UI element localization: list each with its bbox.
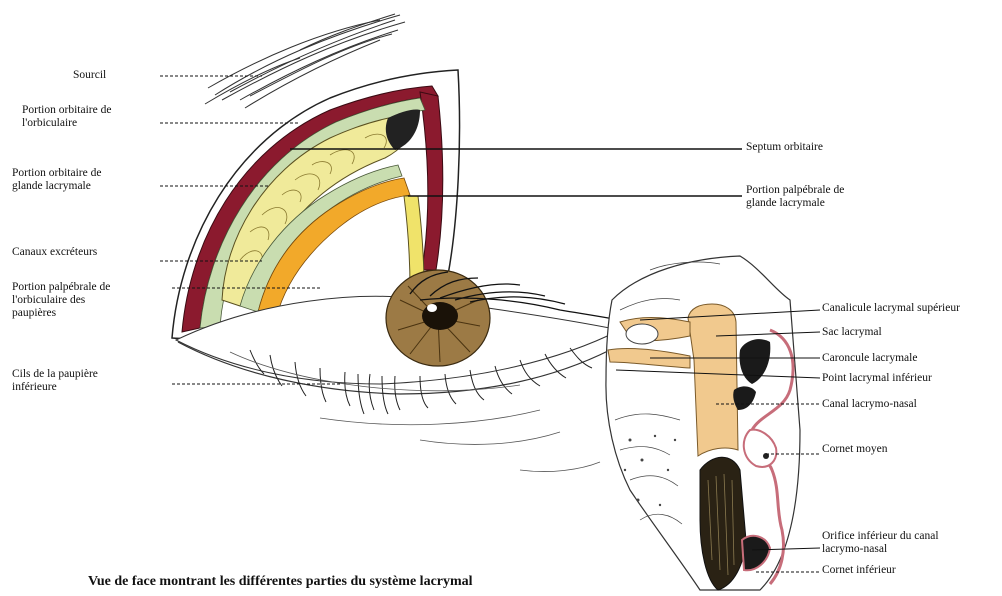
label-portion-orbitaire-orbiculaire-line2: l'orbiculaire bbox=[22, 117, 77, 130]
label-sourcil: Sourcil bbox=[73, 69, 106, 82]
label-orifice-inferieur-line2: lacrymo-nasal bbox=[822, 543, 887, 556]
label-cornet-inferieur: Cornet inférieur bbox=[822, 564, 896, 577]
label-cils-paupiere-line2: inférieure bbox=[12, 381, 57, 394]
label-portion-orbitaire-glande-line1: Portion orbitaire de bbox=[12, 167, 101, 180]
label-canaux-excreteurs: Canaux excréteurs bbox=[12, 246, 97, 259]
label-portion-palpebrale-orbiculaire-line3: paupières bbox=[12, 307, 56, 320]
label-septum-orbitaire: Septum orbitaire bbox=[746, 141, 823, 154]
label-sac-lacrymal: Sac lacrymal bbox=[822, 326, 882, 339]
figure-caption: Vue de face montrant les différentes par… bbox=[88, 574, 473, 590]
label-canal-lacrymo-nasal: Canal lacrymo-nasal bbox=[822, 398, 917, 411]
label-portion-orbitaire-glande-line2: glande lacrymale bbox=[12, 180, 91, 193]
label-portion-palpebrale-glande-line1: Portion palpébrale de bbox=[746, 184, 844, 197]
label-canalicule-superieur: Canalicule lacrymal supérieur bbox=[822, 302, 960, 315]
label-cils-paupiere-line1: Cils de la paupière bbox=[12, 368, 98, 381]
label-cornet-moyen: Cornet moyen bbox=[822, 443, 887, 456]
label-portion-palpebrale-orbiculaire-line1: Portion palpébrale de bbox=[12, 281, 110, 294]
label-portion-orbitaire-orbiculaire-line1: Portion orbitaire de bbox=[22, 104, 111, 117]
label-caroncule: Caroncule lacrymale bbox=[822, 352, 917, 365]
pupil bbox=[422, 302, 458, 330]
label-point-inferieur: Point lacrymal inférieur bbox=[822, 372, 932, 385]
iris-reflection bbox=[427, 304, 437, 312]
label-orifice-inferieur-line1: Orifice inférieur du canal bbox=[822, 530, 939, 543]
caruncle bbox=[626, 324, 658, 344]
label-portion-palpebrale-glande-line2: glande lacrymale bbox=[746, 197, 825, 210]
label-portion-palpebrale-orbiculaire-line2: l'orbiculaire des bbox=[12, 294, 85, 307]
